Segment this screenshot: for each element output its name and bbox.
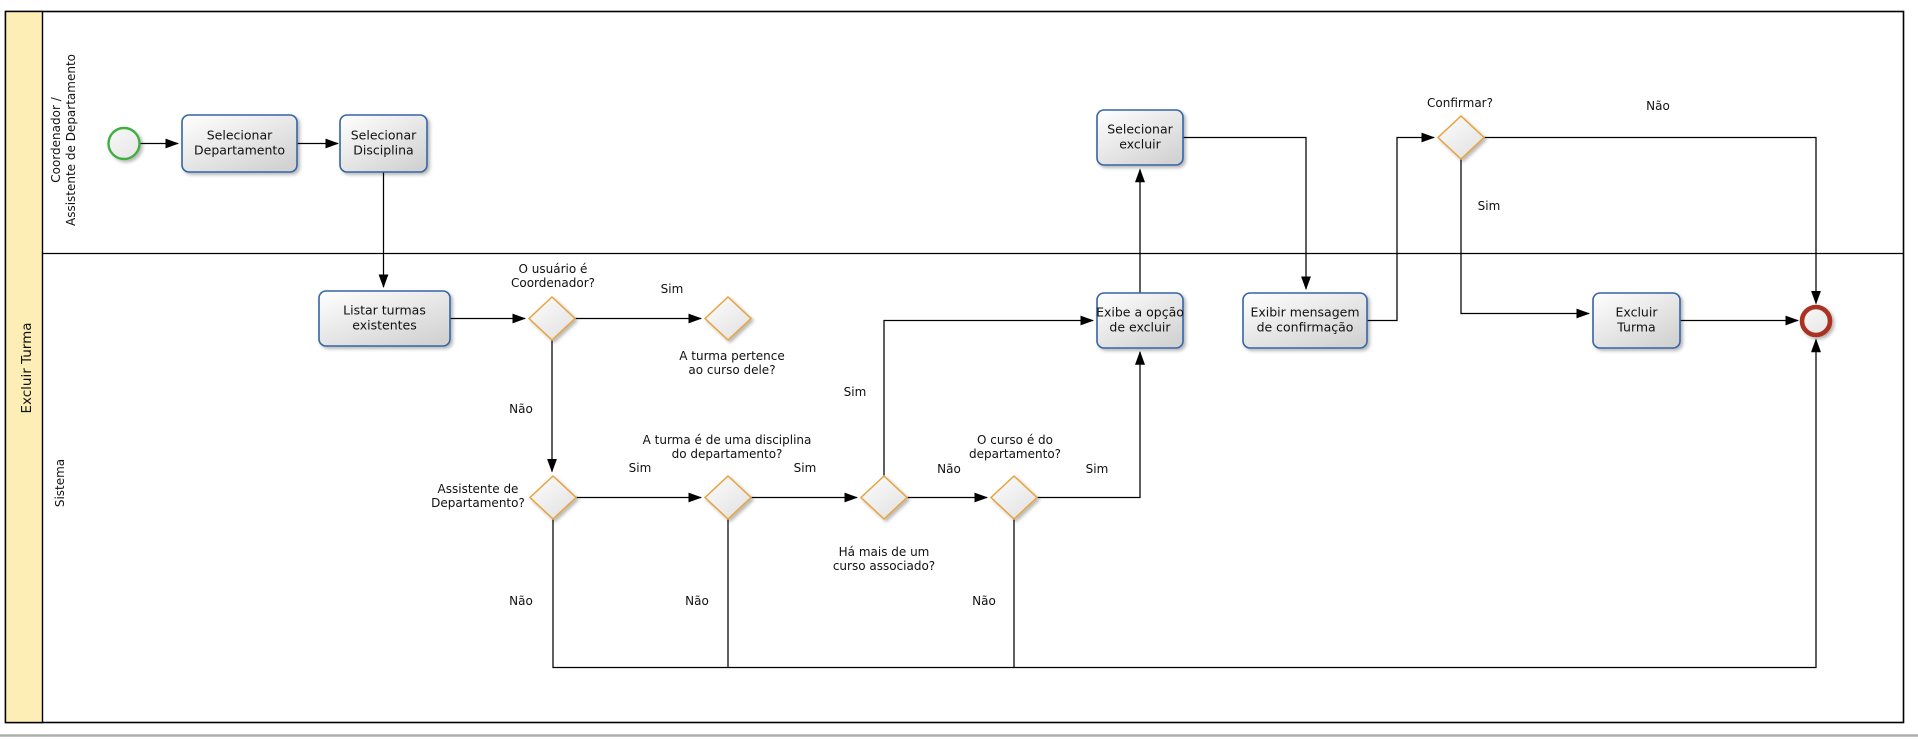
edge-label-nao: Não: [1646, 99, 1670, 113]
gateway-question: Há mais de um: [839, 545, 930, 559]
gateway-turma-pertence[interactable]: [703, 295, 753, 342]
task-label: Excluir: [1616, 305, 1659, 320]
flow-curso-depto-sim-to-exibe: [1037, 350, 1145, 499]
task-label: Turma: [1616, 320, 1655, 335]
gateway-question: departamento?: [969, 447, 1061, 461]
edge-label-nao: Não: [685, 594, 709, 608]
gateway-question: A turma é de uma disciplina: [643, 433, 812, 447]
edge-label-sim: Sim: [844, 385, 867, 399]
flow-nao-bottom-to-end: [552, 338, 1821, 669]
flow-confirmar-sim: [1460, 159, 1591, 319]
task-exibir-mensagem[interactable]: [1242, 292, 1368, 349]
edge-label-nao: Não: [509, 594, 533, 608]
edge-label-nao: Não: [937, 462, 961, 476]
gateway-question: Coordenador?: [511, 276, 595, 290]
lane-label-actor-line2: Assistente de Departamento: [64, 54, 78, 226]
task-excluir-turma[interactable]: [1592, 292, 1681, 349]
lane-label-actor-line1: Coordenador /: [49, 96, 63, 182]
edge-label-sim: Sim: [1478, 199, 1501, 213]
gateway-confirmar[interactable]: [1436, 114, 1486, 161]
edge-label-nao: Não: [972, 594, 996, 608]
task-label: Departamento: [194, 143, 285, 158]
edge-label-nao: Não: [509, 402, 533, 416]
pool-title: Excluir Turma: [19, 322, 35, 413]
task-label: Selecionar: [207, 128, 273, 143]
gateway-assistente-departamento[interactable]: [528, 474, 578, 521]
edge-label-sim: Sim: [629, 461, 652, 475]
start-event[interactable]: [107, 126, 141, 161]
gateway-curso-do-departamento[interactable]: [989, 474, 1039, 521]
gateway-question: Confirmar?: [1427, 96, 1493, 110]
lane-label-sistema: Sistema: [53, 459, 67, 507]
task-label: Exibir mensagem: [1250, 305, 1359, 320]
flow-confirmar-nao-to-end: [1484, 136, 1821, 305]
gateway-question: Assistente de: [438, 482, 519, 496]
task-label: Selecionar: [1107, 122, 1173, 137]
gateway-question: do departamento?: [672, 447, 783, 461]
task-label: existentes: [352, 318, 416, 333]
edge-label-sim: Sim: [661, 282, 684, 296]
gateway-question: Departamento?: [431, 496, 525, 510]
gateway-question: O usuário é: [519, 262, 588, 276]
task-label: Listar turmas: [343, 303, 426, 318]
flow-mensagem-to-confirmar: [1367, 132, 1436, 322]
edge-label-sim: Sim: [1086, 462, 1109, 476]
task-label: de excluir: [1109, 320, 1171, 335]
task-exibe-opcao-excluir[interactable]: [1096, 292, 1184, 349]
edge-label-sim: Sim: [794, 461, 817, 475]
pool-title-band: [4, 10, 44, 724]
sequence-flows: [140, 132, 1821, 669]
end-event[interactable]: [1799, 304, 1833, 338]
task-selecionar-departamento[interactable]: [181, 114, 298, 173]
gateway-usuario-coordenador[interactable]: [527, 295, 577, 342]
gateway-question: A turma pertence: [679, 349, 785, 363]
flow-curso-assoc-sim-to-exibe: [883, 315, 1095, 476]
gateway-question: ao curso dele?: [688, 363, 775, 377]
task-label: Exibe a opção: [1096, 305, 1184, 320]
gateway-mais-de-um-curso[interactable]: [859, 474, 909, 521]
task-listar-turmas[interactable]: [318, 290, 451, 347]
task-selecionar-disciplina[interactable]: [339, 114, 428, 173]
gateway-question: O curso é do: [977, 433, 1053, 447]
gateway-turma-disciplina[interactable]: [703, 474, 753, 521]
task-selecionar-excluir[interactable]: [1096, 109, 1184, 166]
task-label: excluir: [1119, 137, 1161, 152]
task-label: Disciplina: [353, 143, 413, 158]
gateway-question: curso associado?: [833, 559, 935, 573]
flow-selecionar-excluir-to-mensagem: [1183, 136, 1311, 291]
task-label: Selecionar: [351, 128, 417, 143]
task-label: de confirmação: [1257, 320, 1354, 335]
